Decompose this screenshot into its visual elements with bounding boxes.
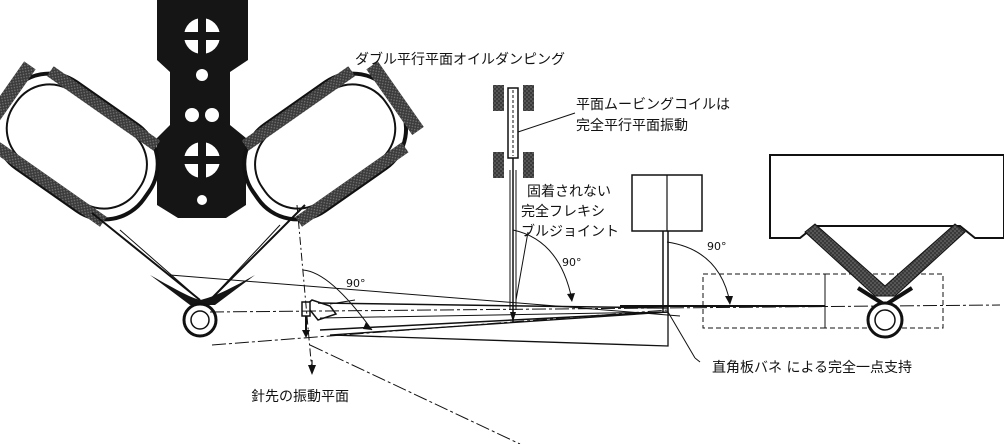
right-angle-spring (631, 174, 703, 312)
left-pivot-ring (182, 302, 218, 338)
yoke-hole-right (205, 108, 219, 122)
angle-arc-3 (666, 241, 731, 304)
dashed-box-left (702, 273, 826, 329)
yoke-hole-bottom (182, 140, 222, 180)
yoke-plate (157, 0, 248, 218)
support-label: 直角板バネ による完全一点支持 (712, 359, 912, 376)
yoke-hole-left (185, 108, 199, 122)
v-frame (91, 204, 306, 305)
diagonal-dashed-line (309, 344, 521, 444)
joint-label-line3: ブルジョイント (521, 223, 619, 240)
left-coil-assembly (0, 61, 161, 227)
lower-axis-line (211, 309, 669, 346)
tilted-axis-line (169, 274, 681, 317)
stylus-axis-line (296, 204, 313, 373)
angle-arc-2 (512, 229, 573, 301)
coil-label-line1: 平面ムービングコイルは (576, 97, 730, 113)
yoke-hole-small (196, 69, 208, 81)
angle-label-1: 90° (346, 277, 366, 290)
joint-label-line1: 固着されない (527, 184, 611, 200)
tonearm-wedge (329, 311, 669, 347)
title-label: ダブル平行平面オイルダンピング (355, 51, 565, 68)
center-axis-line (209, 304, 1001, 313)
stylus-label: 針先の振動平面 (251, 389, 349, 405)
cantilever (317, 299, 669, 331)
joint-label-line2: 完全フレキシ (521, 203, 605, 220)
yoke-hole-foot (197, 195, 207, 205)
yoke-hole-top (182, 16, 222, 56)
coil-label-line2: 完全平行平面振動 (576, 117, 688, 134)
leader-joint (515, 231, 529, 301)
angle-arc-1 (302, 269, 373, 331)
stylus-assembly (301, 299, 338, 338)
leader-support (667, 311, 696, 359)
right-pivot-ring (866, 301, 904, 339)
right-coil-assembly (241, 61, 424, 227)
moving-coil (493, 85, 534, 322)
right-mount-block (769, 154, 1004, 308)
angle-label-2: 90° (562, 256, 582, 269)
dashed-box-right (824, 273, 944, 329)
leader-coil (517, 112, 576, 133)
angle-label-3: 90° (707, 240, 727, 253)
